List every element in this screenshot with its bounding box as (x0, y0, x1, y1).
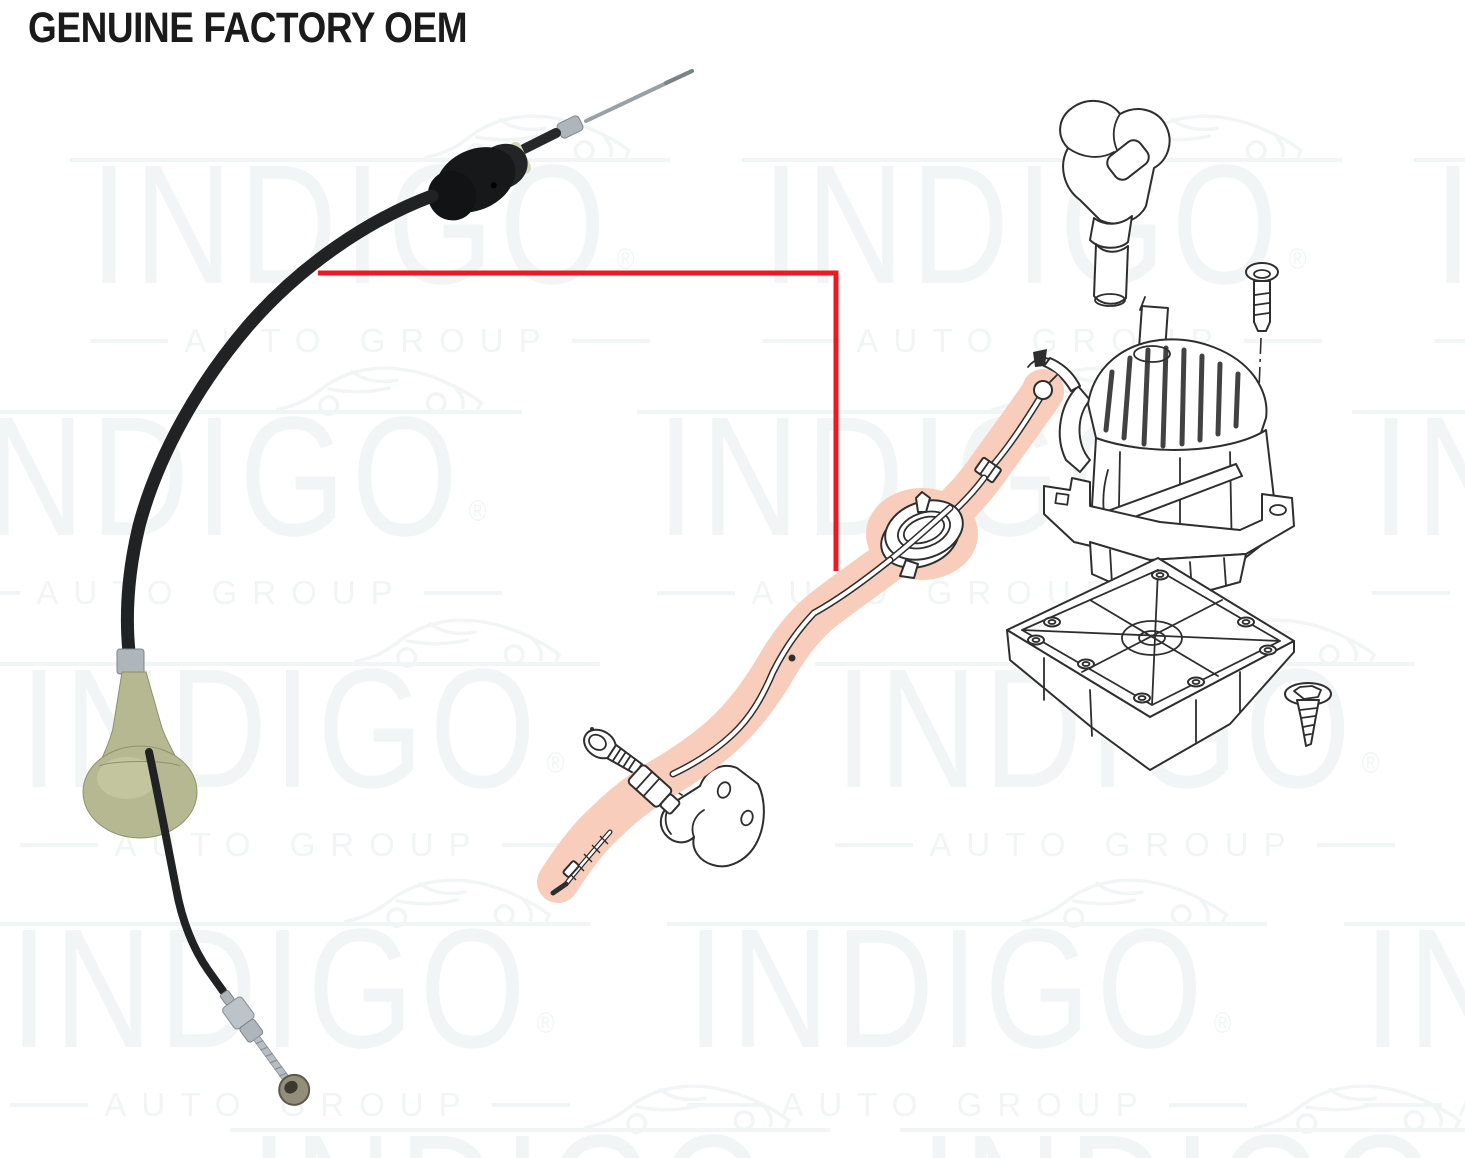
cable-connector (427, 141, 532, 221)
watermark-rule (1344, 922, 1465, 926)
watermark-rule (230, 1128, 830, 1132)
registered-mark: ® (1213, 1007, 1232, 1040)
watermark-dash (423, 590, 502, 595)
watermark-dash (571, 338, 650, 343)
watermark-dash (10, 1102, 89, 1107)
watermark-brand: INDIGO® (762, 130, 1307, 320)
page-title: GENUINE FACTORY OEM (28, 4, 468, 52)
watermark-brand: INDIGO® (1434, 140, 1465, 310)
watermark-rule (0, 662, 600, 666)
watermark-subtitle: AUTO GROUP (1414, 324, 1465, 357)
car-silhouette-icon (584, 1084, 792, 1135)
watermark-dash (657, 590, 736, 595)
car-silhouette-icon (1254, 1084, 1462, 1135)
cable-upper-run (120, 189, 439, 659)
watermark-dash (1168, 1102, 1247, 1107)
watermark-dash (835, 842, 914, 847)
shifter-housing (1043, 338, 1295, 595)
watermark-rule (742, 158, 1342, 162)
watermark-rule (900, 1128, 1465, 1132)
watermark-subtitle: AUTO GROUP (0, 576, 522, 609)
registered-mark: ® (536, 1007, 555, 1040)
watermark-dash (1316, 842, 1395, 847)
registered-mark: ® (546, 747, 565, 780)
watermark-tile: INDIGO® AUTO GROUP (0, 878, 590, 1152)
bolt-bosses (1027, 569, 1277, 704)
watermark-brand: INDIGO® (920, 1110, 1464, 1158)
shifter-exploded-diagram (318, 99, 1332, 903)
watermark-tile: INDIGO® AUTO GROUP (900, 1084, 1465, 1158)
registered-mark: ® (616, 243, 635, 276)
watermark-rule (0, 922, 590, 926)
watermark-dash (1364, 1102, 1443, 1107)
shift-cable-drawing (550, 374, 1058, 896)
watermark-rule (0, 410, 522, 414)
watermark-rule (70, 158, 670, 162)
watermark-dash (1434, 338, 1465, 343)
base-bracket (1006, 557, 1295, 771)
watermark-tile: INDIGO® AUTO GROUP (0, 366, 522, 640)
watermark-brand: INDIGO® (10, 894, 555, 1084)
car-silhouette-icon (344, 878, 552, 929)
car-silhouette-icon (354, 618, 562, 669)
cable-rod-eye (1033, 380, 1053, 400)
registered-mark: ® (1361, 747, 1380, 780)
watermark-rule (667, 922, 1267, 926)
cable-lower-run (145, 748, 227, 995)
watermark-tile: INDIGO® AUTO GROUP (1344, 904, 1465, 1152)
registered-mark: ® (1288, 243, 1307, 276)
watermark-dash (0, 590, 21, 595)
watermark-dash (90, 338, 169, 343)
watermark-rule (1352, 410, 1465, 414)
shift-knob (1059, 99, 1171, 311)
watermark-rule (637, 410, 1237, 414)
watermark-tile: INDIGO® AUTO GROUP (1352, 392, 1465, 640)
watermark-brand: INDIGO® (687, 894, 1232, 1084)
watermark-dash (1372, 590, 1451, 595)
watermark-tile: INDIGO® AUTO GROUP (230, 1084, 830, 1158)
watermark-subtitle: AUTO GROUP (667, 1088, 1267, 1121)
car-silhouette-icon (1021, 878, 1229, 929)
watermark-brand: INDIGO® (0, 382, 487, 572)
callout-line (318, 270, 839, 571)
watermark-subtitle: AUTO GROUP (1352, 576, 1465, 609)
watermark-dash (687, 1102, 766, 1107)
watermark-dash (20, 842, 99, 847)
cable-threaded-end (219, 990, 311, 1106)
watermark-subtitle: AUTO GROUP (0, 828, 600, 861)
cable-bracket (659, 765, 765, 868)
selection-highlight (537, 369, 1064, 903)
watermark-tile: INDIGO® AUTO GROUP (1414, 140, 1465, 388)
watermark-brand: INDIGO® (250, 1110, 794, 1158)
watermark-brand: INDIGO® (1364, 894, 1465, 1084)
watermark-subtitle: AUTO GROUP (815, 828, 1415, 861)
car-silhouette-icon (276, 366, 484, 417)
cable-photo (82, 69, 694, 1106)
base-bracket-screw (1284, 682, 1332, 747)
watermark-dash (501, 842, 580, 847)
watermark-dash (762, 338, 841, 343)
watermark-rule (1414, 158, 1465, 162)
watermark-subtitle: AUTO GROUP (1344, 1088, 1465, 1121)
watermark-tile: INDIGO® AUTO GROUP (667, 878, 1267, 1152)
retaining-clip (1027, 349, 1081, 392)
cable-adjuster-fitting (627, 764, 681, 815)
watermark-dash (1243, 338, 1322, 343)
watermark-brand: INDIGO® (1372, 382, 1465, 572)
registered-mark: ® (468, 495, 487, 528)
watermark-dash (491, 1102, 570, 1107)
cable-ferrule (116, 648, 145, 675)
